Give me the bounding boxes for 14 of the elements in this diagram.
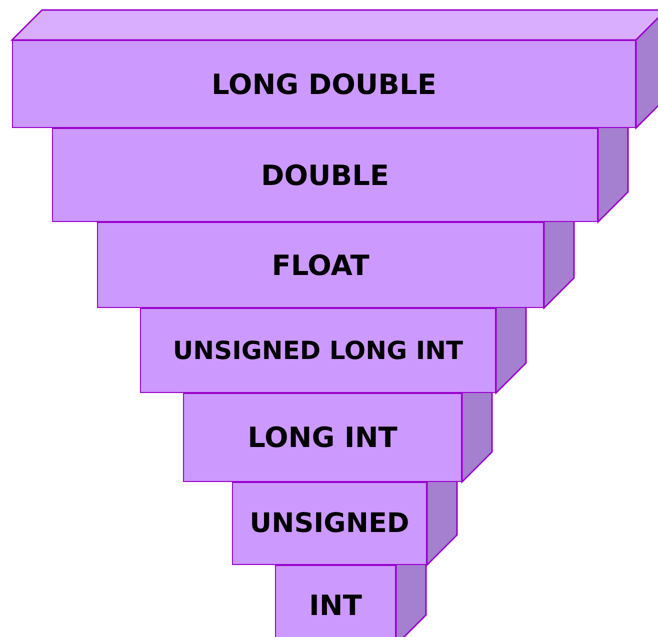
funnel-tier	[12, 40, 636, 128]
tier-label: UNSIGNED LONG INT	[172, 336, 464, 365]
tier-label: FLOAT	[272, 248, 370, 282]
tier-label: LONG INT	[248, 421, 398, 454]
funnel-tier	[183, 393, 462, 482]
tier-label: DOUBLE	[260, 158, 390, 192]
funnel-tier	[275, 565, 396, 637]
funnel-tier	[52, 128, 598, 222]
funnel-tier	[140, 308, 496, 393]
tier-label: UNSIGNED	[250, 508, 410, 539]
funnel-tier	[97, 222, 544, 308]
funnel-tier	[232, 482, 427, 565]
tier-label: LONG DOUBLE	[212, 68, 436, 100]
tier-label: INT	[309, 588, 362, 622]
